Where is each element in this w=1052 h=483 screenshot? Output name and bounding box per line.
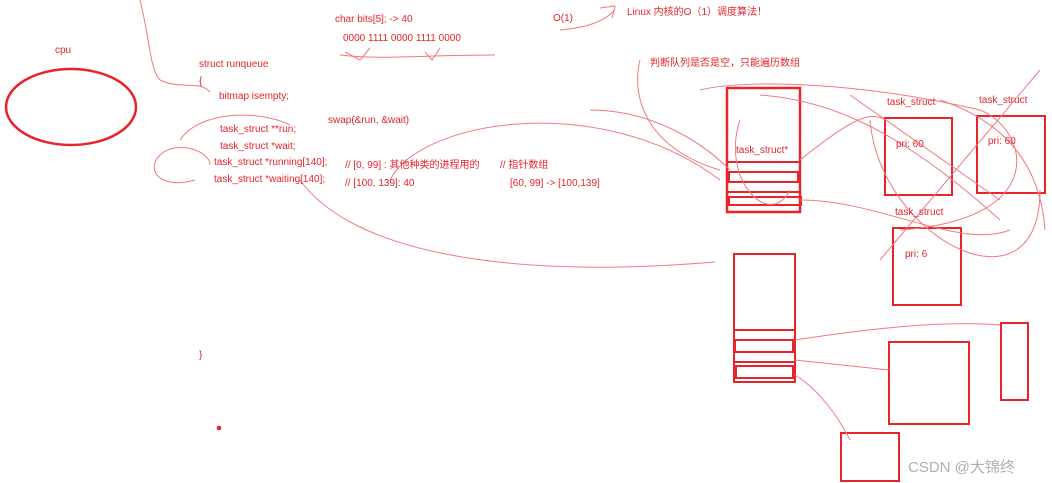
empty-check-note: 判断队列是否是空，只能遍历数组 (650, 58, 800, 69)
box-c (840, 432, 900, 482)
running-field: task_struct *running[140]; (214, 157, 328, 168)
comment-range-normal: // [100, 139]: 40 (345, 178, 415, 189)
node-2-label: task_struct (979, 95, 1028, 106)
node-1-label: task_struct (887, 97, 936, 108)
node-3-pri: pri: 6 (905, 249, 928, 260)
box-a (888, 341, 970, 425)
waiting-array-slots (734, 329, 795, 379)
comment-range-other: // [0, 99] : 其他种类的进程用的 (345, 160, 480, 171)
node-1-pri: pri: 60 (896, 139, 924, 150)
task-struct-box-1 (884, 117, 953, 196)
task-struct-box-3 (892, 227, 962, 306)
close-brace: } (199, 350, 203, 361)
cpu-label: cpu (55, 45, 72, 56)
bitmap-field: bitmap isempty; (219, 91, 290, 102)
diagram-title: Linux 内核的O（1）调度算法！ (627, 7, 768, 18)
wait-field: task_struct *wait; (220, 141, 296, 152)
open-brace: { (199, 76, 203, 87)
complexity-label: O(1) (553, 13, 573, 24)
watermark: CSDN @大锦终 (908, 459, 1015, 476)
node-2-pri: pri: 60 (988, 136, 1016, 147)
array-label: task_struct* (736, 145, 789, 156)
comment-pointer-array: // 指针数组 (500, 160, 549, 171)
cpu-ellipse (4, 67, 138, 147)
swap-note: swap(&run, &wait) (328, 115, 410, 126)
sketch-strokes (139, 0, 1046, 441)
bits-declaration: char bits[5]; -> 40 (335, 14, 413, 25)
box-b (1000, 322, 1029, 401)
run-field: task_struct **run; (220, 124, 297, 135)
running-array-slots (727, 161, 802, 206)
running-array-box (725, 86, 802, 214)
struct-name: struct runqueue (199, 59, 269, 70)
waiting-array-box (733, 253, 796, 383)
task-struct-box-2 (976, 115, 1046, 194)
node-3-label: task_struct (895, 207, 944, 218)
waiting-field: task_struct *waiting[140]; (214, 174, 326, 185)
bits-pattern: 0000 1111 0000 1111 0000 (343, 33, 461, 44)
comment-mapping: [60, 99] -> [100,139] (510, 178, 600, 189)
